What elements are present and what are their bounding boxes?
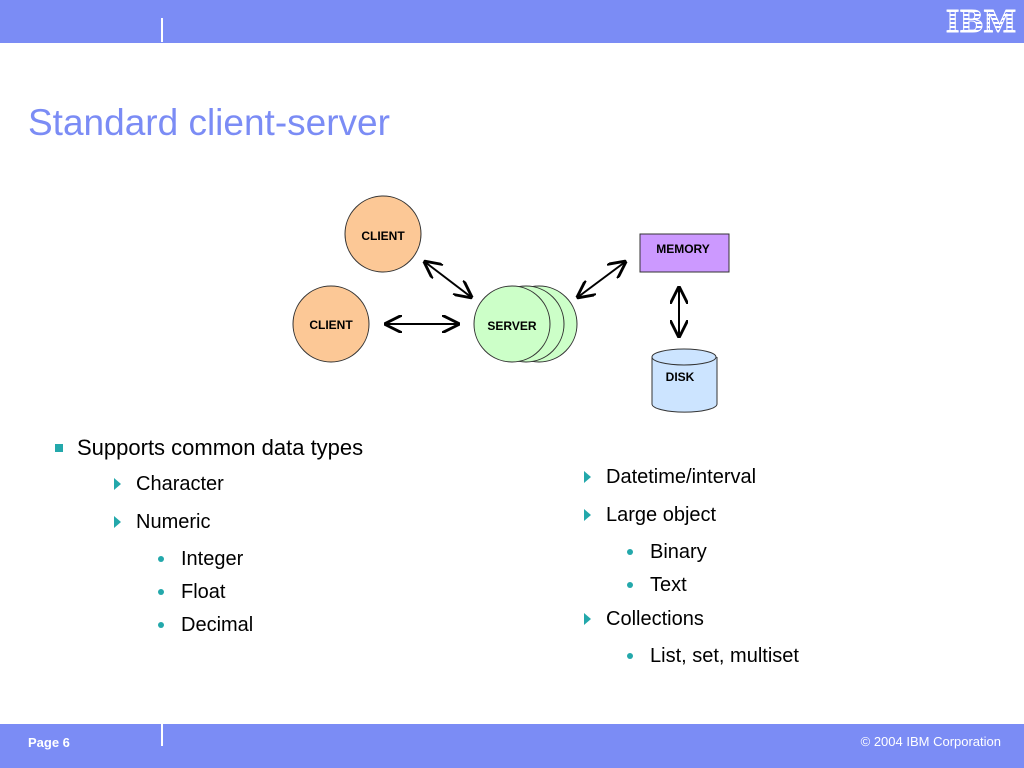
dot-bullet-icon: [158, 622, 164, 628]
list-item-text: Supports common data types: [77, 435, 364, 460]
list-item: Integer: [158, 547, 243, 571]
client-left-label: CLIENT: [309, 318, 353, 332]
dot-bullet-icon: [627, 582, 633, 588]
triangle-bullet-icon: [584, 471, 591, 483]
list-item: Text: [627, 573, 687, 597]
footer-divider: [161, 724, 163, 746]
ibm-logo: IBM: [946, 3, 1017, 41]
list-item: Numeric: [114, 510, 210, 534]
list-item: Supports common data types: [55, 435, 363, 461]
slide-title: Standard client-server: [28, 102, 390, 143]
dot-bullet-icon: [627, 549, 633, 555]
list-item: Large object: [584, 503, 716, 527]
header-bar: [0, 0, 1024, 43]
list-item: Binary: [627, 540, 707, 564]
arrow-server-memory: [578, 262, 625, 297]
dot-bullet-icon: [158, 556, 164, 562]
client-left-node: CLIENT: [292, 285, 370, 363]
copyright-notice: © 2004 IBM Corporation: [860, 734, 1001, 749]
memory-node: MEMORY: [639, 233, 730, 273]
server-label: SERVER: [487, 319, 536, 333]
triangle-bullet-icon: [584, 613, 591, 625]
list-item-text: Text: [650, 574, 687, 596]
list-item-text: Character: [136, 473, 224, 495]
header-divider: [161, 18, 163, 42]
list-item-text: Collections: [606, 608, 704, 630]
client-top-label: CLIENT: [361, 229, 405, 243]
dot-bullet-icon: [627, 653, 633, 659]
arrow-client-top-server: [425, 262, 471, 297]
list-item-text: Integer: [181, 548, 244, 570]
memory-label: MEMORY: [656, 242, 710, 256]
square-bullet-icon: [55, 444, 63, 452]
dot-bullet-icon: [158, 589, 164, 595]
disk-label: DISK: [666, 370, 695, 384]
list-item-text: Large object: [606, 504, 717, 526]
client-top-node: CLIENT: [344, 195, 422, 273]
list-item: Character: [114, 472, 224, 496]
list-item-text: List, set, multiset: [650, 645, 799, 667]
triangle-bullet-icon: [114, 516, 121, 528]
list-item-text: Binary: [650, 541, 707, 563]
triangle-bullet-icon: [114, 478, 121, 490]
disk-node: DISK: [651, 348, 718, 413]
list-item: List, set, multiset: [627, 644, 799, 668]
server-node: SERVER: [473, 285, 578, 363]
triangle-bullet-icon: [584, 509, 591, 521]
list-item: Collections: [584, 607, 704, 631]
list-item-text: Float: [181, 581, 226, 603]
footer-bar: [0, 724, 1024, 768]
list-item-text: Numeric: [136, 511, 211, 533]
page-number: Page 6: [28, 735, 70, 750]
list-item: Decimal: [158, 613, 253, 637]
list-item-text: Datetime/interval: [606, 466, 757, 488]
list-item: Datetime/interval: [584, 465, 756, 489]
list-item: Float: [158, 580, 225, 604]
list-item-text: Decimal: [181, 614, 254, 636]
